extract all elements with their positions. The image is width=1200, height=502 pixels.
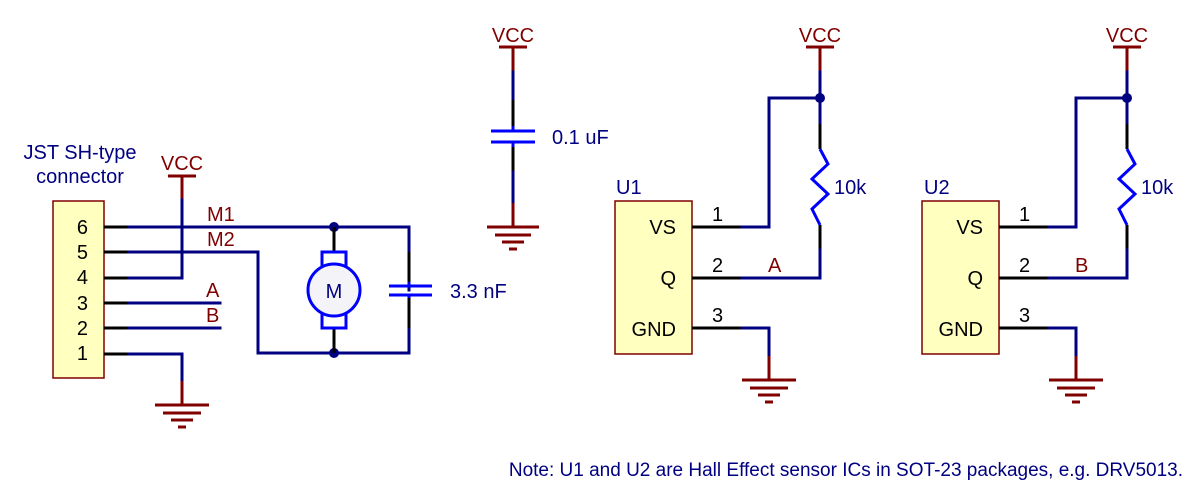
capacitor-value-0u1: 0.1 uF — [552, 127, 609, 149]
resistor-icon — [809, 148, 831, 226]
vcc-label: VCC — [492, 25, 534, 47]
resistor-u1: 10k — [809, 124, 867, 250]
u2-pin-q: Q — [967, 268, 983, 290]
capacitor-3n3: 3.3 nF — [389, 252, 507, 328]
motor-symbol-label: M — [326, 281, 343, 303]
sensor-u1: U1 VS Q GND 1 2 3 — [614, 177, 742, 355]
net-label-a-connector: A — [206, 280, 220, 302]
junction-dot — [815, 93, 825, 103]
ground-icon — [155, 381, 209, 429]
jst-connector: JST SH-type connector 6 5 4 3 2 1 — [24, 142, 137, 379]
connector-pin-1: 1 — [77, 343, 88, 365]
vcc-label: VCC — [161, 153, 203, 175]
u2-body — [921, 200, 1000, 355]
u2-pin-number-1: 1 — [1019, 204, 1030, 226]
vcc-label: VCC — [799, 25, 841, 47]
u1-pin-gnd: GND — [632, 319, 676, 341]
wire-m1 — [127, 225, 411, 292]
sensor-u2: U2 VS Q GND 1 2 3 — [921, 177, 1049, 355]
vcc-symbol-u2: VCC — [1106, 25, 1148, 72]
connector-label-line2: connector — [36, 166, 124, 188]
wire-u2-q — [1047, 248, 1129, 280]
u2-pin-number-2: 2 — [1019, 255, 1030, 277]
capacitor-0u1: VCC 0.1 uF — [491, 25, 609, 205]
wire-m2 — [127, 250, 411, 355]
u2-ref: U2 — [924, 177, 950, 199]
vcc-label: VCC — [1106, 25, 1148, 47]
connector-label-line1: JST SH-type — [24, 142, 137, 164]
ground-icon — [1049, 356, 1103, 404]
u1-body — [614, 200, 693, 355]
connector-body — [52, 200, 105, 379]
wire-u1-q — [740, 248, 822, 280]
motor: M — [306, 222, 362, 358]
vcc-symbol-u1: VCC — [799, 25, 841, 72]
motor-icon — [306, 262, 362, 318]
capacitor-value-3n3: 3.3 nF — [450, 281, 507, 303]
u2-pin-vs: VS — [956, 217, 983, 239]
u2-pin-number-3: 3 — [1019, 305, 1030, 327]
ground-icon — [742, 356, 796, 404]
u1-pin-vs: VS — [649, 217, 676, 239]
net-label-m2: M2 — [207, 229, 235, 251]
net-label-a-u1: A — [768, 255, 782, 277]
net-label-b-connector: B — [206, 305, 219, 327]
u1-pin-number-1: 1 — [712, 204, 723, 226]
u2-pin-gnd: GND — [939, 319, 983, 341]
u1-pin-number-2: 2 — [712, 255, 723, 277]
connector-pin-3: 3 — [77, 293, 88, 315]
net-label-b-u2: B — [1075, 255, 1088, 277]
connector-pin-2: 2 — [77, 318, 88, 340]
u1-pin-number-3: 3 — [712, 305, 723, 327]
net-label-m1: M1 — [207, 204, 235, 226]
vcc-symbol-connector: VCC — [161, 153, 203, 200]
connector-pin-6: 6 — [77, 217, 88, 239]
connector-pin-4: 4 — [77, 267, 88, 289]
resistor-u2: 10k — [1116, 124, 1174, 250]
junction-dot — [1122, 93, 1132, 103]
wire-vcc-pin4 — [127, 198, 184, 280]
u1-ref: U1 — [616, 177, 642, 199]
footnote: Note: U1 and U2 are Hall Effect sensor I… — [509, 460, 1183, 481]
u1-pullup-value: 10k — [834, 177, 867, 199]
ground-icon — [487, 203, 539, 251]
u2-pullup-value: 10k — [1141, 177, 1174, 199]
wire-u2-gnd — [1047, 326, 1078, 358]
wire-u1-vs — [740, 96, 822, 229]
u1-pin-q: Q — [660, 268, 676, 290]
wire-u1-gnd — [740, 326, 771, 358]
wire-gnd-pin1 — [127, 352, 184, 383]
resistor-icon — [1116, 148, 1138, 226]
wire-u2-vs — [1047, 96, 1129, 229]
connector-pin-5: 5 — [77, 242, 88, 264]
